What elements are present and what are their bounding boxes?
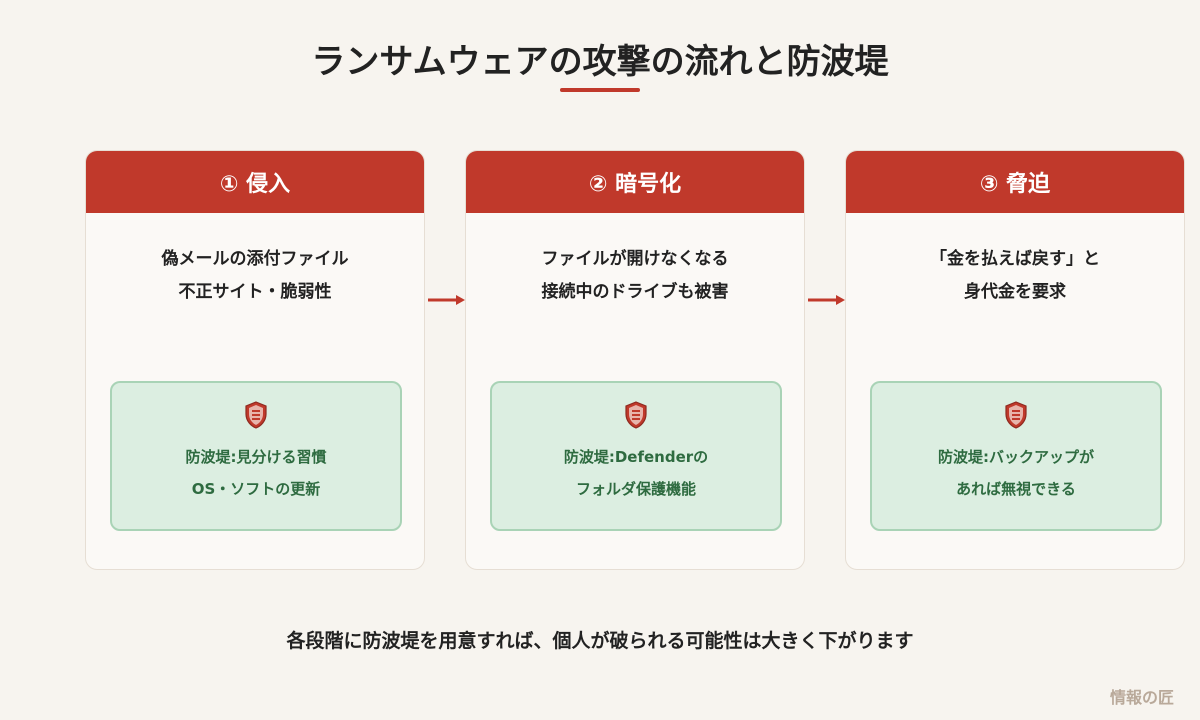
step-description-line: 身代金を要求 — [964, 282, 1066, 302]
step-description-line: 接続中のドライブも被害 — [541, 282, 729, 302]
brand-logo-text: 情報の匠 — [1109, 688, 1174, 707]
page-title: ランサムウェアの攻撃の流れと防波堤 — [311, 42, 889, 82]
title-underline — [560, 88, 640, 92]
step-description: ファイルが開けなくなる 接続中のドライブも被害 — [466, 243, 804, 309]
step-heading: ① 侵入 — [86, 151, 424, 213]
defense-line: 防波堤:バックアップが — [938, 448, 1094, 466]
arrow-right-icon — [808, 295, 845, 305]
step-description-line: ファイルが開けなくなる — [541, 249, 729, 269]
step-card-intrusion: ① 侵入 偽メールの添付ファイル 不正サイト・脆弱性 防波堤:見分ける習慣 OS… — [85, 150, 425, 570]
defense-line: 防波堤:見分ける習慣 — [185, 448, 327, 466]
summary-text: 各段階に防波堤を用意すれば、個人が破られる可能性は大きく下がります — [286, 630, 914, 652]
defense-line: 防波堤:Defenderの — [563, 448, 709, 466]
defense-box: 防波堤:Defenderの フォルダ保護機能 — [490, 381, 782, 531]
step-description: 「金を払えば戻す」と 身代金を要求 — [846, 243, 1184, 309]
shield-icon — [1005, 401, 1027, 429]
defense-text: 防波堤:バックアップが あれば無視できる — [872, 441, 1160, 505]
defense-line: あれば無視できる — [956, 480, 1076, 498]
defense-line: フォルダ保護機能 — [575, 480, 696, 498]
defense-text: 防波堤:Defenderの フォルダ保護機能 — [492, 441, 780, 505]
step-description: 偽メールの添付ファイル 不正サイト・脆弱性 — [86, 243, 424, 309]
shield-icon — [625, 401, 647, 429]
step-card-extortion: ③ 脅迫 「金を払えば戻す」と 身代金を要求 防波堤:バックアップが あれば無視… — [845, 150, 1185, 570]
step-heading: ② 暗号化 — [466, 151, 804, 213]
step-description-line: 偽メールの添付ファイル — [161, 249, 349, 269]
shield-icon — [245, 401, 267, 429]
step-description-line: 「金を払えば戻す」と — [930, 249, 1100, 269]
step-card-encryption: ② 暗号化 ファイルが開けなくなる 接続中のドライブも被害 防波堤:Defend… — [465, 150, 805, 570]
defense-text: 防波堤:見分ける習慣 OS・ソフトの更新 — [112, 441, 400, 505]
defense-box: 防波堤:バックアップが あれば無視できる — [870, 381, 1162, 531]
defense-line: OS・ソフトの更新 — [191, 480, 321, 498]
step-description-line: 不正サイト・脆弱性 — [178, 282, 332, 302]
step-heading: ③ 脅迫 — [846, 151, 1184, 213]
defense-box: 防波堤:見分ける習慣 OS・ソフトの更新 — [110, 381, 402, 531]
arrow-right-icon — [428, 295, 465, 305]
